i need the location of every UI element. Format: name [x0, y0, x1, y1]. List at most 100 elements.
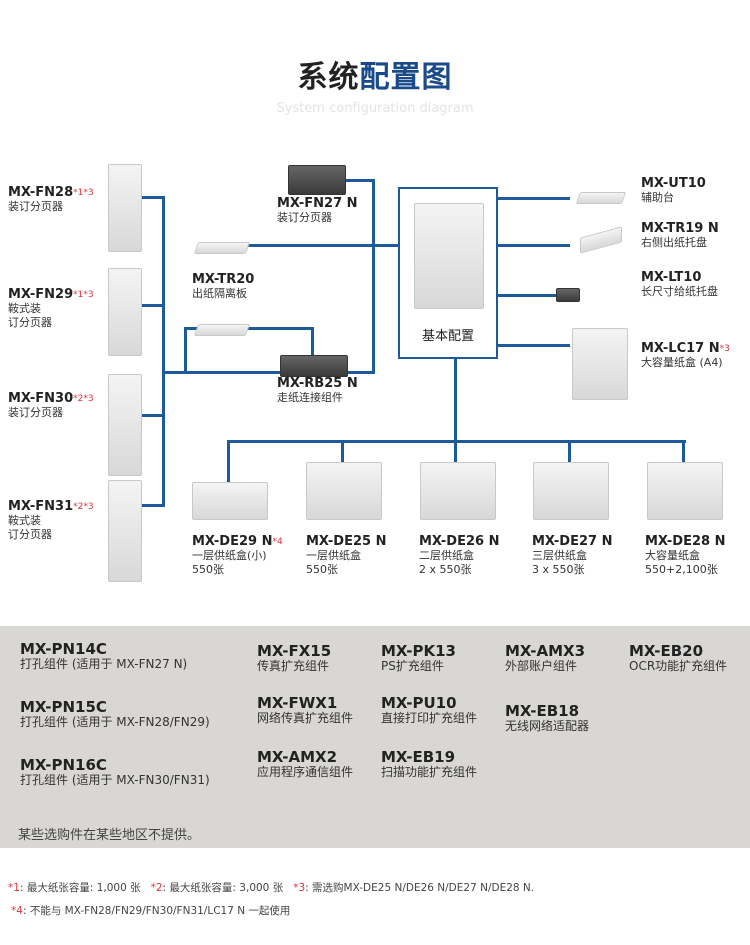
footnote-text: : 需选购MX-DE25 N/DE26 N/DE27 N/DE28 N. [305, 882, 535, 894]
footnote-text: : 最大纸张容量: 1,000 张 [19, 882, 141, 894]
model-desc: 一层供纸盒 [306, 549, 361, 562]
footnote-mark: *2*3 [73, 394, 94, 404]
finisher-image-fn31 [108, 480, 142, 582]
model-desc: 三层供纸盒 [532, 549, 587, 562]
footnote-mark: *2*3 [73, 502, 94, 512]
model-desc: PS扩充组件 [381, 659, 444, 673]
model-desc: 外部账户组件 [505, 659, 578, 673]
model-name: MX-FN29 [8, 287, 74, 302]
model-desc: 右侧出纸托盘 [641, 236, 707, 249]
model-name: MX-FN28 [8, 185, 74, 200]
model-capacity: 550张 [306, 563, 338, 576]
model-desc: 无线网络适配器 [505, 719, 590, 733]
model-name: MX-RB25 N [277, 376, 358, 391]
model-desc: 应用程序通信组件 [257, 765, 354, 779]
lc17-label: MX-LC17 N*3 大容量纸盒 (A4) [641, 342, 730, 370]
model-name: MX-AMX3 [505, 642, 586, 660]
tray-image-de26 [420, 462, 496, 520]
tr19-image [580, 226, 622, 254]
model-desc: 长尺寸给纸托盘 [641, 285, 718, 298]
model-desc: 扫描功能扩充组件 [381, 765, 478, 779]
model-capacity: 550+2,100张 [645, 563, 718, 576]
finisher-image-fn28 [108, 164, 142, 252]
model-name: MX-AMX2 [257, 748, 338, 766]
model-name: MX-UT10 [641, 176, 706, 191]
model-desc: 订分页器 [8, 528, 52, 541]
footnote-text: : 最大纸张容量: 3,000 张 [162, 882, 284, 894]
model-name: MX-PN14C [20, 640, 107, 658]
footnote-mark: *1*3 [73, 290, 94, 300]
model-name: MX-FWX1 [257, 694, 338, 712]
model-name: MX-PU10 [381, 694, 457, 712]
finisher-image-fn29 [108, 268, 142, 356]
page-subtitle: System configuration diagram [276, 101, 474, 116]
model-name: MX-PK13 [381, 642, 456, 660]
footnotes-line-1: *1: 最大纸张容量: 1,000 张 *2: 最大纸张容量: 3,000 张 … [8, 880, 534, 895]
model-desc: 出纸隔离板 [192, 287, 247, 300]
lt10-image [556, 288, 580, 302]
footnote-mark: *3 [719, 344, 730, 354]
model-capacity: 3 x 550张 [532, 563, 585, 576]
model-desc: 鞍式装 [8, 514, 41, 527]
model-desc: 打孔组件 (适用于 MX-FN30/FN31) [20, 773, 210, 787]
model-name: MX-TR20 [192, 272, 255, 287]
model-capacity: 2 x 550张 [419, 563, 472, 576]
model-desc: 装订分页器 [8, 406, 63, 419]
model-desc: 大容量纸盒 (A4) [641, 356, 723, 369]
title-highlight: 配置图 [359, 60, 453, 95]
basic-configuration-label: 基本配置 [421, 329, 474, 344]
footnote-mark: *1*3 [73, 188, 94, 198]
model-desc: 订分页器 [8, 316, 52, 329]
tray-image-de29 [192, 482, 268, 520]
model-name: MX-LC17 N [641, 341, 720, 356]
model-name: MX-EB19 [381, 748, 456, 766]
footnote-mark: *4 [11, 905, 23, 917]
ut10-image [575, 192, 627, 204]
footnote-mark: *3 [293, 882, 306, 894]
model-desc: 大容量纸盒 [645, 549, 700, 562]
footnote-mark: *2 [150, 882, 163, 894]
model-desc: 二层供纸盒 [419, 549, 474, 562]
model-name: MX-PN15C [20, 698, 107, 716]
model-name: MX-TR19 N [641, 221, 719, 236]
model-name: MX-LT10 [641, 270, 702, 285]
model-desc: 网络传真扩充组件 [257, 711, 354, 725]
availability-note: 某些选购件在某些地区不提供。 [18, 828, 201, 843]
finisher-label: MX-FN31*2*3 鞍式装订分页器 [8, 500, 94, 542]
model-desc: 装订分页器 [277, 211, 332, 224]
model-name: MX-EB18 [505, 702, 580, 720]
model-desc: 走纸连接组件 [277, 391, 343, 404]
model-name: MX-FN31 [8, 499, 74, 514]
model-name: MX-DE28 N [645, 534, 726, 549]
model-name: MX-FX15 [257, 642, 332, 660]
tr20-image [193, 242, 251, 254]
tray-image-de25 [306, 462, 382, 520]
model-name: MX-PN16C [20, 756, 107, 774]
footnote-text: : 不能与 MX-FN28/FN29/FN30/FN31/LC17 N 一起使用 [22, 905, 291, 917]
lc17-image [572, 328, 628, 400]
